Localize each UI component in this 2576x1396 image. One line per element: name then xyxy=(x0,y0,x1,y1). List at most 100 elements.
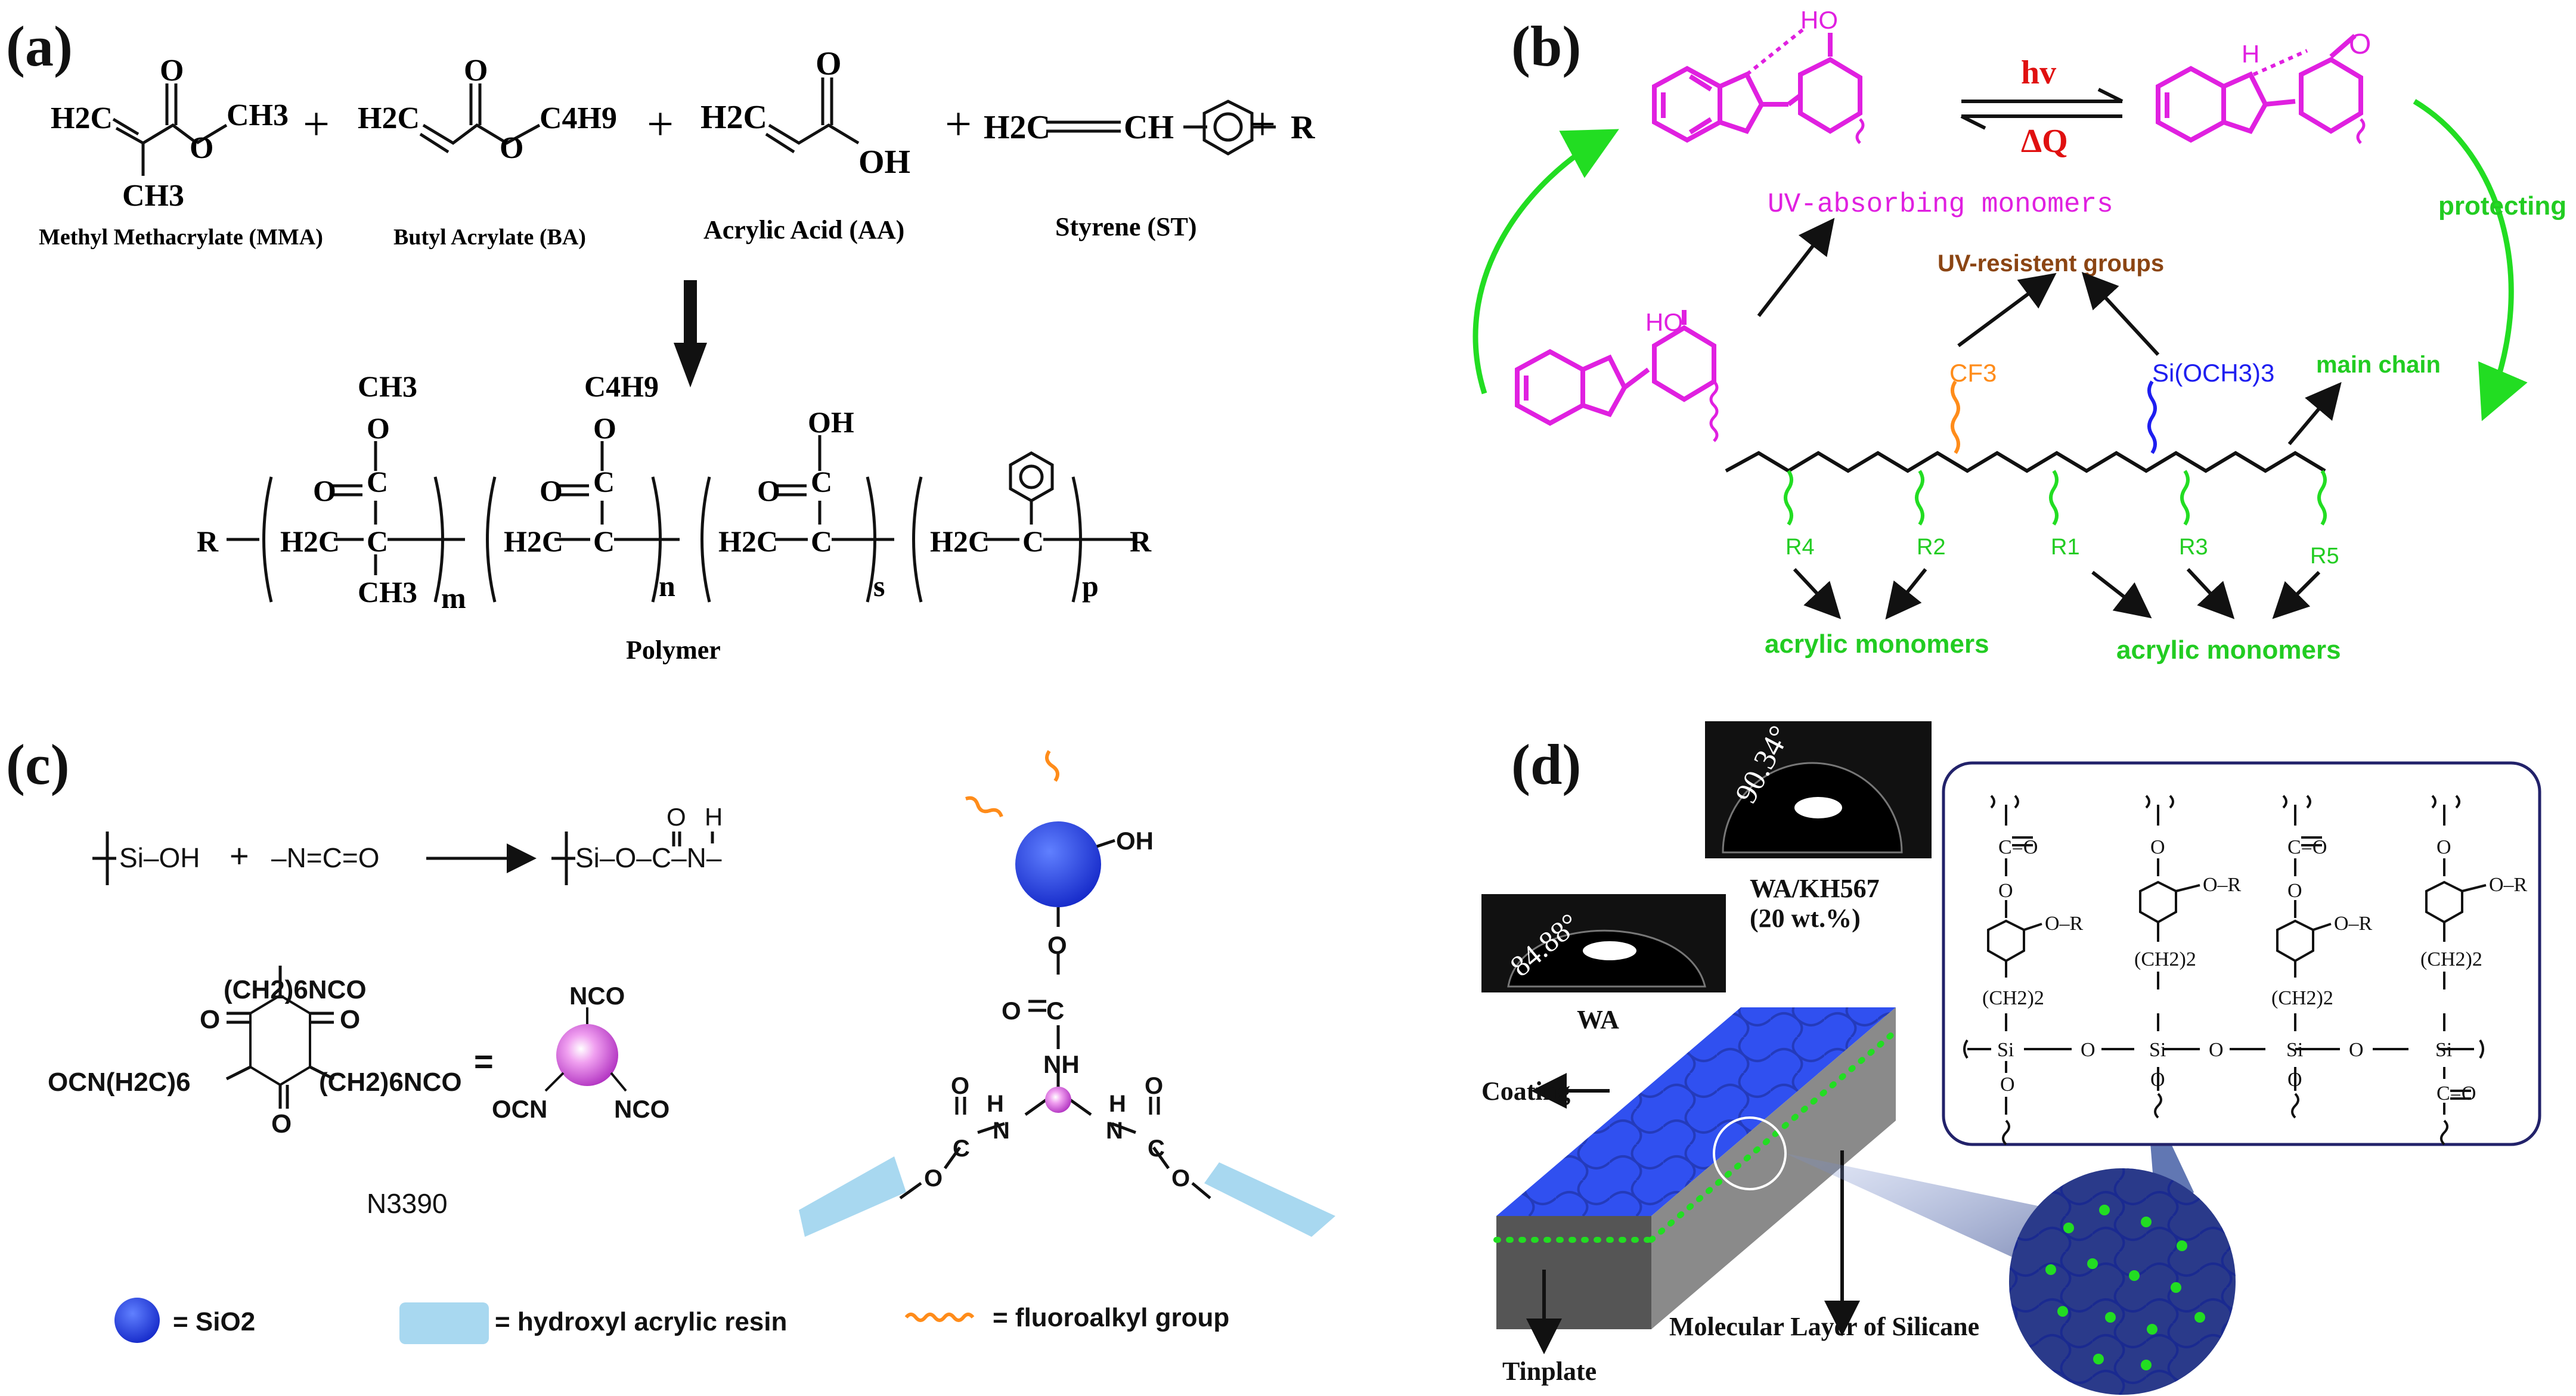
panel-c: (c) Si–OH + –N=C=O Si–O–C–N– O H (CH2)6N… xyxy=(6,733,1335,1344)
green-arrow-left xyxy=(1473,129,1619,395)
r5-label: R5 xyxy=(2310,544,2339,569)
plate-side xyxy=(1651,1007,1896,1329)
tinplate-label: Tinplate xyxy=(1502,1357,1597,1386)
reactant-aa: Acrylic Acid (AA) xyxy=(703,215,904,244)
silane-label: Si(OCH3)3 xyxy=(2152,359,2274,387)
mol-si-4: Si xyxy=(2435,1039,2452,1061)
molecular-label: Molecular Layer of Silicane xyxy=(1669,1312,1979,1341)
poly-sub-n: n xyxy=(659,569,675,603)
tripod-c-left: C xyxy=(953,1136,970,1162)
poly-c-2: C xyxy=(593,525,615,558)
legend-fluoro-swatch xyxy=(904,1313,975,1322)
tripod-h-right: H xyxy=(1109,1091,1126,1117)
droplet-wa-highlight xyxy=(1583,941,1636,960)
poly-ch3-1: CH3 xyxy=(358,370,417,403)
mol-o-bridge-2: O xyxy=(2209,1039,2224,1061)
mol-o-2b: O xyxy=(2150,1069,2165,1091)
aa-oh: OH xyxy=(858,144,910,181)
poly-o-1b: O xyxy=(367,411,390,445)
droplet-kh-highlight xyxy=(1794,797,1842,818)
poly-c-4: C xyxy=(1022,525,1044,558)
mol-o-bridge-3: O xyxy=(2349,1039,2364,1061)
tripod-o-carbonyl: O xyxy=(1002,997,1021,1025)
kh-label: WA/KH567 xyxy=(1750,874,1880,903)
resin-right xyxy=(1204,1162,1335,1237)
plate-front xyxy=(1496,1216,1651,1329)
ba-o-top: O xyxy=(464,54,488,88)
poly-sub-m: m xyxy=(441,581,466,615)
poly-c-3b: C xyxy=(811,465,832,498)
eq-silanol: Si–OH xyxy=(119,842,200,873)
acrylic-right: acrylic monomers xyxy=(2116,635,2341,665)
molecule-structure xyxy=(1963,795,2487,1146)
aa-structure xyxy=(765,77,860,154)
poly-c-1b: C xyxy=(367,465,388,498)
silane-linker xyxy=(2147,380,2157,454)
tripod-o-top: O xyxy=(1047,931,1067,959)
uv-arrow xyxy=(1757,218,1835,317)
poly-c-1: C xyxy=(367,525,388,558)
n3390-ring xyxy=(225,966,335,1109)
mol-ch2-2: (CH2)2 xyxy=(2134,948,2196,970)
poly-o-3: O xyxy=(757,474,780,507)
protecting-label: protecting xyxy=(2438,191,2566,221)
panel-c-label: (c) xyxy=(6,733,70,796)
legend-sio2: = SiO2 xyxy=(173,1307,255,1336)
plus-2: + xyxy=(647,98,674,151)
eq-isocyanate: –N=C=O xyxy=(271,842,380,873)
main-chain-arrow xyxy=(2287,381,2342,445)
st-ch: CH xyxy=(1124,109,1174,146)
polymer-structure xyxy=(227,435,1133,603)
fluoro-chain-left xyxy=(965,796,1003,818)
mol-or-1: O–R xyxy=(2045,913,2084,935)
n3390-ocn-left: OCN(H2C)6 xyxy=(48,1068,191,1097)
n3390-o-bottom: O xyxy=(271,1109,292,1138)
poly-r-left: R xyxy=(197,525,219,558)
mol-ch2-1: (CH2)2 xyxy=(1982,987,2044,1009)
mma-o-mid: O xyxy=(190,131,213,165)
poly-ch3-2: CH3 xyxy=(358,575,417,609)
molecule-atoms: C=O O O–R (CH2)2 Si O O O O–R (CH2)2 Si … xyxy=(1982,836,2528,1105)
mol-o-1b: O xyxy=(2000,1074,2015,1096)
uv-groups-label: UV-resistent groups xyxy=(1938,250,2164,277)
mol-ch2-4: (CH2)2 xyxy=(2420,948,2482,970)
mol-si-2: Si xyxy=(2149,1039,2166,1061)
r5-arrow xyxy=(2272,570,2321,619)
reaction-dq: ΔQ xyxy=(2021,123,2068,160)
mma-ch3-right: CH3 xyxy=(227,98,289,132)
legend-sio2-swatch xyxy=(114,1298,160,1343)
tripod-nh: NH xyxy=(1043,1050,1080,1078)
reaction-arrow-down xyxy=(674,280,707,387)
panel-d-label: (d) xyxy=(1511,733,1581,796)
tripod-o-left-top: O xyxy=(951,1073,969,1099)
fluoro-chain-top xyxy=(1045,750,1059,782)
equilibrium-arrows xyxy=(1960,88,2124,130)
mol-o-4: O xyxy=(2436,836,2451,858)
r1-arrow xyxy=(2091,570,2152,619)
poly-c-3: C xyxy=(811,525,832,558)
uv-absorber-top-left xyxy=(1652,25,1865,144)
main-chain xyxy=(1725,451,2326,473)
panel-d: (d) 90.34° WA/KH567 (20 wt.%) 84.88° WA … xyxy=(1481,720,2541,1395)
poly-o-2b: O xyxy=(593,411,616,445)
cf3-linker xyxy=(1951,380,1960,454)
r4-arrow xyxy=(1793,567,1842,619)
r-chains xyxy=(1784,470,2327,526)
legend-fluoro: = fluoroalkyl group xyxy=(993,1303,1229,1332)
panel-a: (a) H2C O O CH3 CH3 + Methyl Methacrylat… xyxy=(6,14,1315,665)
eq-o-top: O xyxy=(667,803,686,831)
kh-sub: (20 wt.%) xyxy=(1750,904,1861,933)
ba-o-mid: O xyxy=(500,131,523,165)
uv-absorber-pendant xyxy=(1515,310,1719,442)
mol-o-2: O xyxy=(2150,836,2165,858)
mma-h2c: H2C xyxy=(51,101,113,135)
silicane-dots-side xyxy=(1648,1028,1899,1243)
coating-mesh xyxy=(1496,1007,1896,1216)
n3390-label: N3390 xyxy=(367,1188,448,1219)
poly-sub-s: s xyxy=(873,569,885,603)
tripod-core xyxy=(1045,1087,1071,1113)
mma-structure xyxy=(112,83,228,176)
mol-si-1: Si xyxy=(1997,1039,2014,1061)
r3-arrow xyxy=(2186,567,2235,619)
